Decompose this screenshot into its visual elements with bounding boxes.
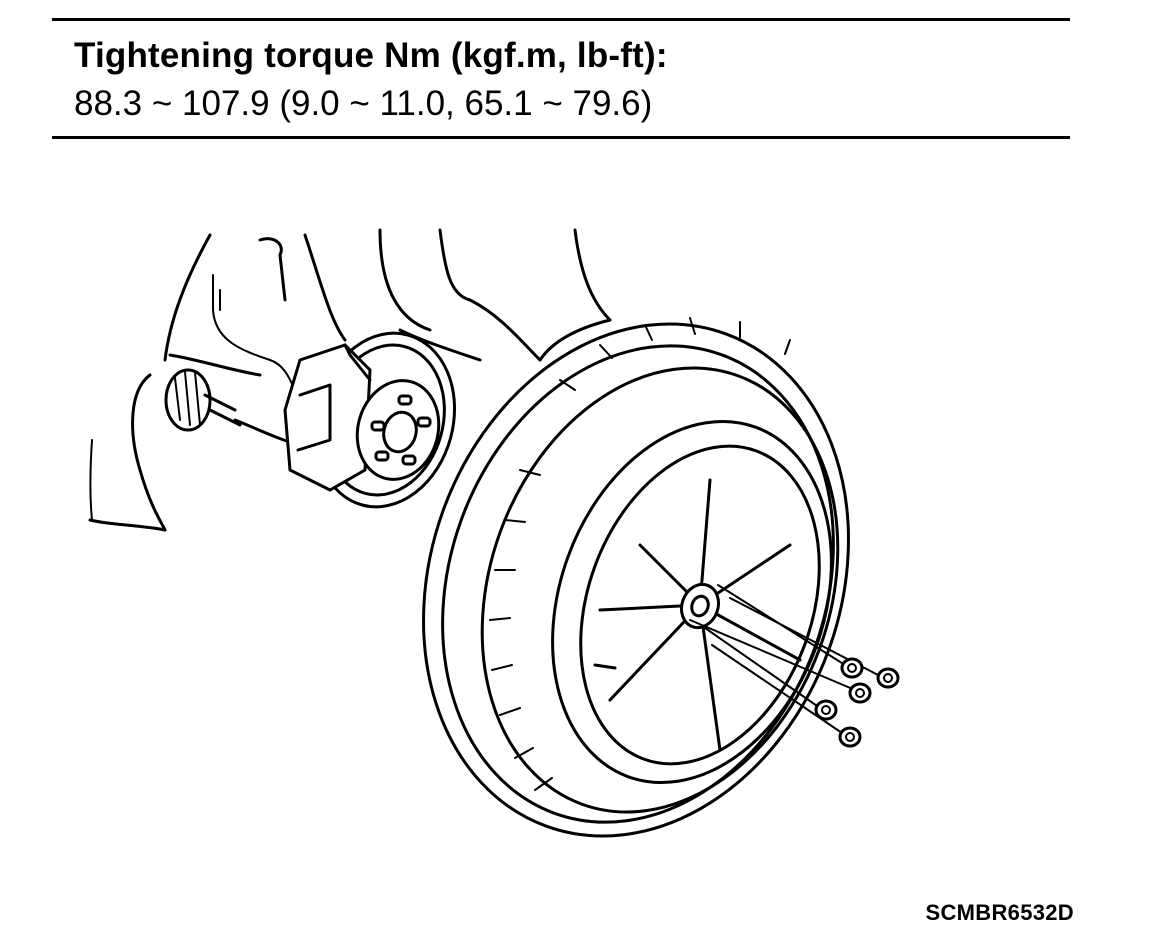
torque-spec-value: 88.3 ~ 107.9 (9.0 ~ 11.0, 65.1 ~ 79.6): [74, 84, 653, 123]
top-rule: [52, 18, 1070, 21]
lug-nut: [838, 726, 862, 748]
lug-nut: [840, 657, 864, 679]
vehicle-body: [88, 228, 612, 532]
lug-nut: [814, 699, 838, 721]
lug-nut: [876, 667, 900, 689]
figure-code: SCMBR6532D: [925, 900, 1074, 925]
lug-nut: [848, 682, 872, 704]
bottom-rule: [52, 136, 1070, 139]
torque-spec-title: Tightening torque Nm (kgf.m, lb-ft):: [74, 36, 668, 75]
hub: [355, 379, 441, 481]
lug-nut-guide-lines: [689, 584, 881, 736]
brake-hose: [212, 274, 296, 391]
brake-caliper: [283, 343, 372, 492]
drive-shaft-boot: [164, 353, 302, 447]
wheel-installation-illustration: [88, 228, 900, 838]
lug-nuts: [814, 657, 900, 748]
